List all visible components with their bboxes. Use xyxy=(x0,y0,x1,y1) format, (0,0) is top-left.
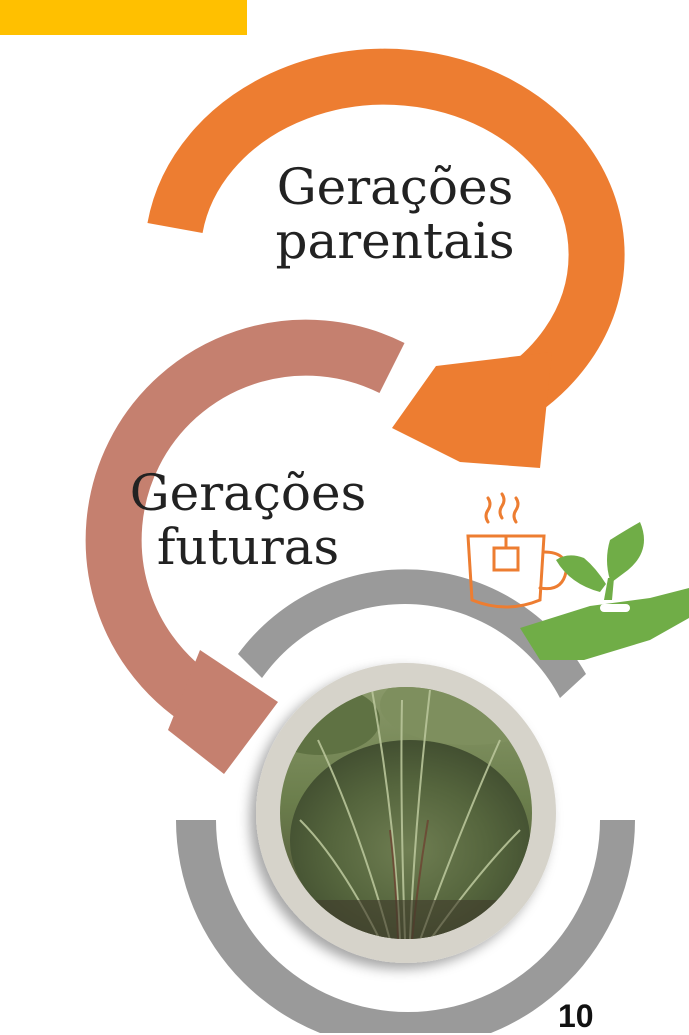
parental-generations-label: Gerações parentais xyxy=(255,160,535,268)
gray-ring xyxy=(176,569,635,1033)
orange-cycle-arrow xyxy=(147,48,625,468)
parental-label-line2: parentais xyxy=(275,212,515,270)
future-label-line2: futuras xyxy=(156,518,340,576)
tea-cup-icon xyxy=(466,492,568,609)
plant-photo xyxy=(280,687,532,939)
rose-cycle-arrow xyxy=(85,319,405,774)
future-generations-label: Gerações futuras xyxy=(118,466,378,574)
accent-bar xyxy=(0,0,247,35)
future-label-line1: Gerações xyxy=(129,464,367,522)
hand-plant-icon xyxy=(520,522,689,660)
page-number: 10 xyxy=(558,998,594,1034)
parental-label-line1: Gerações xyxy=(276,158,514,216)
